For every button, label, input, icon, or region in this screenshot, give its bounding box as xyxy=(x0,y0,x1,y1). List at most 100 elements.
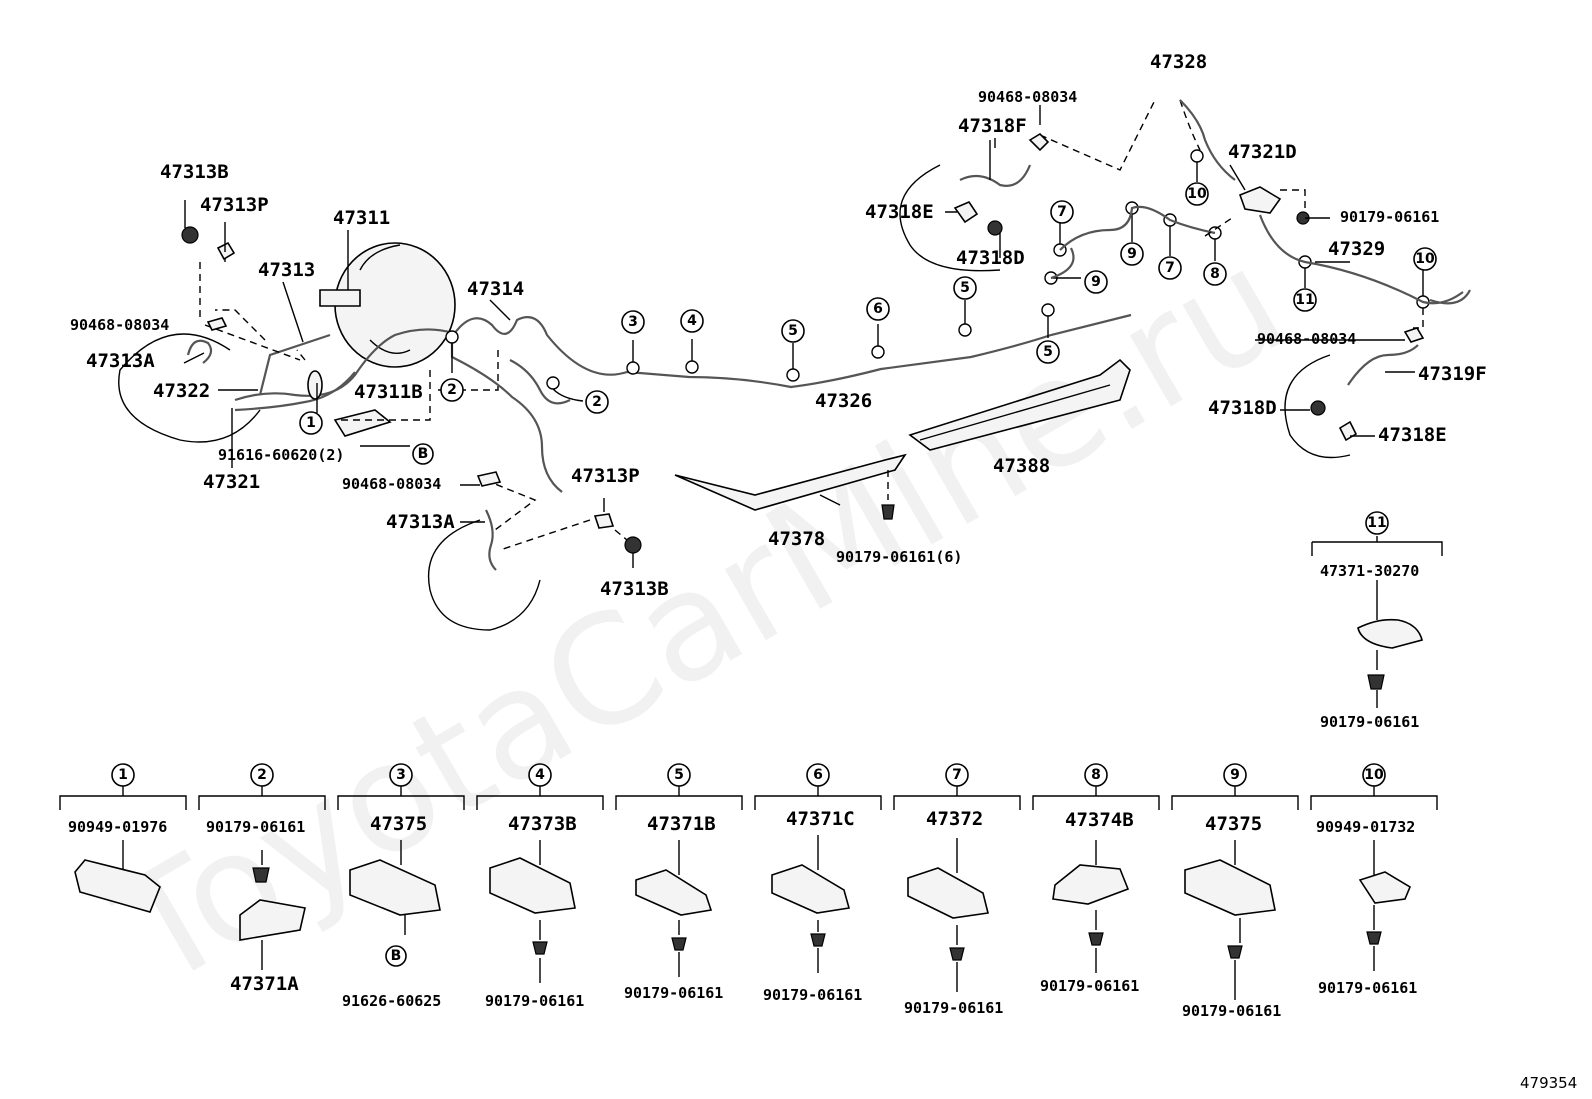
label-47313p-top: 47313P xyxy=(200,194,269,216)
svg-text:B: B xyxy=(418,446,429,462)
svg-text:4: 4 xyxy=(687,313,697,329)
label-47313: 47313 xyxy=(258,259,315,281)
label-47313a-left: 47313A xyxy=(86,350,155,372)
legend-fastener-6: 90179-06161 xyxy=(763,986,862,1004)
marker-4: 4 xyxy=(680,309,704,333)
svg-text:6: 6 xyxy=(873,301,883,317)
label-47313p-mid: 47313P xyxy=(571,465,640,487)
legend-part-7: 47372 xyxy=(926,808,983,830)
label-90179-11: 90179-06161 xyxy=(1320,713,1419,731)
legend-fastener-3: 91626-60625 xyxy=(342,992,441,1010)
legend-part-1: 90949-01976 xyxy=(68,818,167,836)
legend-item-8: 8 47374B 90179-06161 xyxy=(1040,763,1139,995)
marker-7a: 7 xyxy=(1050,200,1074,224)
legend-fastener-7: 90179-06161 xyxy=(904,999,1003,1017)
legend-item-2: 2 90179-06161 47371A xyxy=(206,763,305,995)
brake-line-47326 xyxy=(451,313,1132,389)
svg-text:5: 5 xyxy=(674,767,684,783)
label-90468-left: 90468-08034 xyxy=(70,316,169,334)
svg-text:1: 1 xyxy=(118,767,128,783)
svg-text:9: 9 xyxy=(1230,767,1240,783)
svg-text:4: 4 xyxy=(535,767,545,783)
label-47322: 47322 xyxy=(153,380,210,402)
label-47371-30270: 47371-30270 xyxy=(1320,562,1419,580)
legend-item-9: 9 47375 90179-06161 xyxy=(1182,763,1281,1020)
marker-10a: 10 xyxy=(1185,182,1209,206)
svg-text:10: 10 xyxy=(1415,251,1435,267)
legend-part-3: 47375 xyxy=(370,813,427,835)
legend-fastener-9: 90179-06161 xyxy=(1182,1002,1281,1020)
svg-text:2: 2 xyxy=(592,394,602,410)
legend-item-3: 3 47375 91626-60625 xyxy=(342,763,441,1010)
legend-fastener-2: 47371A xyxy=(230,973,299,995)
pipe-nodes xyxy=(445,149,1430,390)
label-91616: 91616-60620(2) xyxy=(218,446,344,464)
svg-text:B: B xyxy=(391,948,402,964)
rail-47378 xyxy=(674,453,907,511)
svg-text:6: 6 xyxy=(813,767,823,783)
label-47318e-top: 47318E xyxy=(865,201,934,223)
svg-text:5: 5 xyxy=(788,323,798,339)
svg-text:8: 8 xyxy=(1091,767,1101,783)
svg-text:11: 11 xyxy=(1295,292,1314,308)
label-90179-right: 90179-06161 xyxy=(1340,208,1439,226)
svg-text:3: 3 xyxy=(396,767,406,783)
marker-3: 3 xyxy=(621,310,645,334)
label-47328: 47328 xyxy=(1150,51,1207,73)
marker-9b: 9 xyxy=(1120,242,1144,266)
svg-text:3: 3 xyxy=(628,314,638,330)
marker-11a: 11 xyxy=(1293,288,1317,312)
marker-5b: 5 xyxy=(953,276,977,300)
legend-part-2: 90179-06161 xyxy=(206,818,305,836)
legend-fastener-5: 90179-06161 xyxy=(624,984,723,1002)
marker-9a: 9 xyxy=(1084,270,1108,294)
marker-11b: 11 xyxy=(1365,511,1389,535)
label-90468-top: 90468-08034 xyxy=(978,88,1077,106)
legend-item-7: 7 47372 90179-06161 xyxy=(904,763,1003,1017)
label-47313a-mid: 47313A xyxy=(386,511,455,533)
marker-5a: 5 xyxy=(781,319,805,343)
marker-1: 1 xyxy=(299,411,323,435)
svg-text:8: 8 xyxy=(1210,266,1220,282)
legend-fastener-8: 90179-06161 xyxy=(1040,977,1139,995)
label-90468-mid: 90468-08034 xyxy=(342,475,441,493)
label-47311b: 47311B xyxy=(354,381,423,403)
label-47321: 47321 xyxy=(203,471,260,493)
svg-text:1: 1 xyxy=(306,415,316,431)
marker-8: 8 xyxy=(1203,262,1227,286)
svg-text:7: 7 xyxy=(1165,260,1175,276)
svg-text:2: 2 xyxy=(257,767,267,783)
svg-text:5: 5 xyxy=(1043,344,1053,360)
label-47318e-right: 47318E xyxy=(1378,424,1447,446)
label-47329: 47329 xyxy=(1328,238,1385,260)
label-47326: 47326 xyxy=(815,390,872,412)
marker-b-a: B xyxy=(412,443,434,465)
label-47318d-top: 47318D xyxy=(956,247,1025,269)
legend-part-4: 47373B xyxy=(508,813,577,835)
label-47313b-top: 47313B xyxy=(160,161,229,183)
marker-7b: 7 xyxy=(1158,256,1182,280)
svg-text:2: 2 xyxy=(447,382,457,398)
marker-2a: 2 xyxy=(440,378,464,402)
diagram-id: 479354 xyxy=(1520,1074,1577,1092)
legend-clamp-drawings xyxy=(59,786,1438,1000)
label-47321d: 47321D xyxy=(1228,141,1297,163)
svg-text:9: 9 xyxy=(1127,246,1137,262)
part-labels: 47313B 47313P 4 7 3 11 47313 47314 90468-08… xyxy=(70,51,1487,731)
legend-part-9: 47375 xyxy=(1205,813,1262,835)
svg-text:10: 10 xyxy=(1364,767,1384,783)
legend-part-5: 47371B xyxy=(647,813,716,835)
label-47318f: 47318F xyxy=(958,115,1027,137)
label-90468-right: 90468-08034 xyxy=(1257,330,1356,348)
label-47314: 47314 xyxy=(467,278,524,300)
svg-text:7: 7 xyxy=(952,767,962,783)
marker-b-b: B xyxy=(385,945,407,967)
marker-6: 6 xyxy=(866,297,890,321)
svg-text:5: 5 xyxy=(960,280,970,296)
legend-item-5: 5 47371B 90179-06161 xyxy=(624,763,723,1002)
marker-5c: 5 xyxy=(1036,340,1060,364)
legend-fastener-10: 90179-06161 xyxy=(1318,979,1417,997)
marker-10b: 10 xyxy=(1413,247,1437,271)
legend-part-8: 47374B xyxy=(1065,809,1134,831)
